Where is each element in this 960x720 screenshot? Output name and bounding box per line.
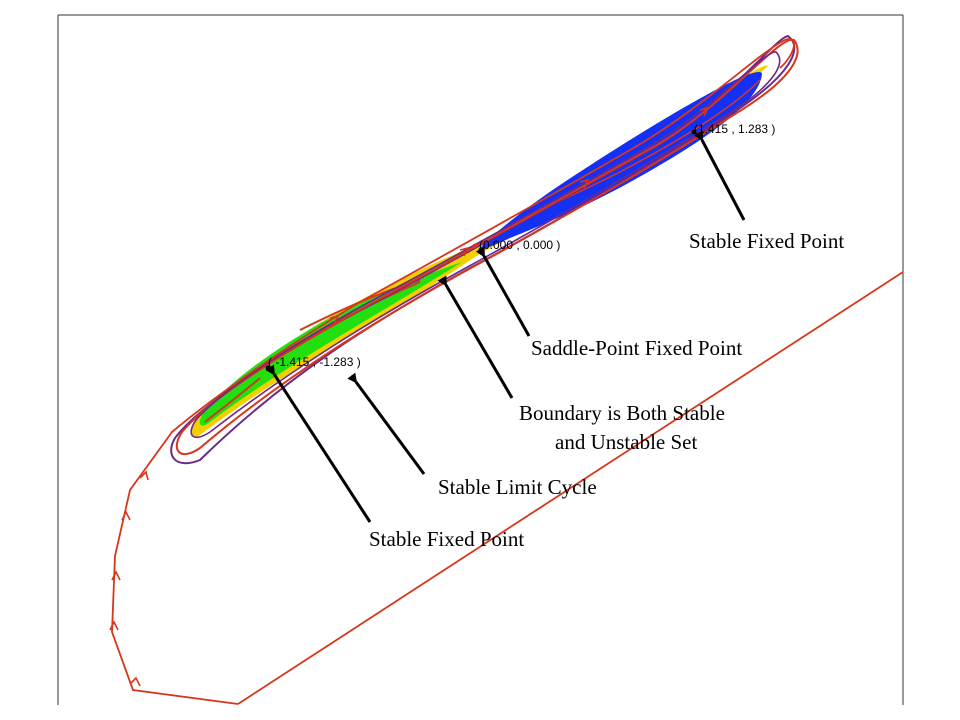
label-stable-fixed-point-right: Stable Fixed Point [689,229,844,253]
label-saddle-point: Saddle-Point Fixed Point [531,336,742,360]
limit-cycle-red [175,38,799,455]
label-limit-cycle: Stable Limit Cycle [438,475,597,499]
pointer-arrows [265,130,746,523]
outer-trajectory [111,38,904,705]
arrow-saddle-point [475,246,531,337]
limit-cycle-purple-inner [190,51,781,438]
plot-frame [57,14,904,705]
label-stable-fixed-point-left: Stable Fixed Point [369,527,524,551]
arrow-boundary [437,275,514,399]
arrow-limit-cycle [347,372,426,475]
label-boundary-line2: and Unstable Set [555,430,697,454]
saddle-point-coord: (0.000 , 0.000 ) [479,238,560,252]
annotations: Stable Fixed Point Saddle-Point Fixed Po… [369,229,844,551]
trajectories [109,34,904,705]
arrow-stable-fixed-left [265,364,372,523]
label-boundary-line1: Boundary is Both Stable [519,401,725,425]
saddle-point-red-marker [472,243,478,249]
basin-left [199,262,463,426]
limit-cycle-purple-outer [170,34,796,465]
fixed-point-left-coord: ( -1.415 , -1.283 ) [268,355,361,369]
fixed-point-right-coord: (1.415 , 1.283 ) [694,122,775,136]
arrow-stable-fixed-right [693,130,746,221]
outer-trajectory-arrowheads [109,106,710,687]
